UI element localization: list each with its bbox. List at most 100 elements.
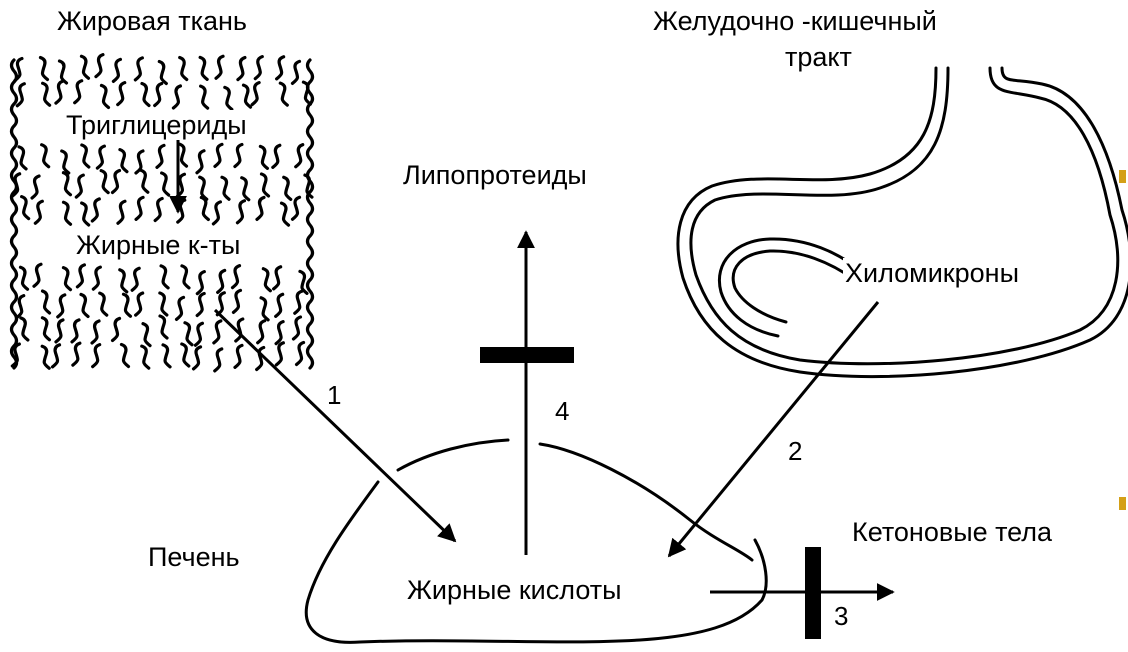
adipose-squiggle	[157, 145, 164, 167]
adipose-squiggle	[182, 344, 189, 366]
adipose-squiggle	[282, 203, 289, 225]
adipose-squiggle	[118, 83, 125, 105]
adipose-squiggle	[113, 318, 120, 340]
adipose-squiggle	[22, 197, 29, 219]
adipose-squiggle	[120, 270, 127, 292]
adipose-squiggle	[155, 199, 162, 221]
adipose-squiggle	[12, 280, 17, 302]
adipose-squiggle	[82, 145, 89, 167]
adipose-squiggle	[238, 58, 245, 80]
gi-tract-label-line2: тракт	[785, 42, 852, 72]
adipose-squiggle	[277, 57, 284, 79]
adipose-squiggle	[21, 318, 28, 340]
adipose-squiggle	[42, 318, 49, 340]
adipose-squiggle	[280, 83, 287, 105]
adipose-squiggle	[261, 174, 268, 196]
adipose-squiggle	[12, 60, 17, 82]
adipose-squiggle	[161, 266, 168, 288]
adipose-squiggle	[63, 173, 70, 195]
adipose-squiggle	[255, 57, 262, 79]
adipose-squiggle	[235, 345, 242, 367]
adipose-squiggle	[292, 61, 299, 83]
adipose-squiggle	[136, 197, 143, 219]
adipose-squiggle	[42, 346, 49, 368]
adipose-squiggle	[56, 81, 63, 103]
adipose-squiggle	[197, 272, 204, 294]
adipose-squiggle	[308, 302, 313, 324]
adipose-squiggle	[143, 324, 150, 346]
adipose-squiggle	[201, 86, 208, 108]
adipose-squiggle	[53, 345, 60, 367]
adipose-squiggle	[273, 145, 280, 167]
adipose-squiggle	[195, 323, 202, 345]
adipose-squiggle	[216, 56, 223, 78]
adipose-tissue-texture	[12, 55, 313, 371]
adipose-squiggle	[218, 270, 225, 292]
adipose-squiggle	[12, 104, 17, 126]
adipose-squiggle	[12, 258, 17, 280]
adipose-squiggle	[75, 81, 82, 103]
adipose-squiggle	[155, 84, 162, 106]
adipose-squiggle	[12, 82, 17, 104]
adipose-squiggle	[263, 269, 270, 291]
adipose-squiggle	[173, 86, 180, 108]
adipose-squiggle	[81, 294, 88, 316]
adipose-squiggle	[233, 266, 240, 288]
adipose-squiggle	[58, 295, 65, 317]
adipose-squiggle	[34, 264, 41, 286]
adipose-squiggle	[197, 294, 204, 316]
adipose-squiggle	[237, 201, 244, 223]
pathway-number-2: 2	[788, 437, 802, 465]
pathway-number-3: 3	[834, 602, 848, 630]
adipose-squiggle	[160, 293, 167, 315]
triglycerides-label: Триглицериды	[64, 110, 249, 140]
adipose-squiggle	[296, 145, 303, 167]
adipose-squiggle	[258, 321, 265, 343]
adipose-squiggle	[297, 343, 304, 365]
adipose-squiggle	[213, 202, 220, 224]
slide-bullet-marker-2	[1119, 497, 1126, 510]
adipose-squiggle	[112, 171, 119, 193]
adipose-squiggle	[194, 347, 201, 369]
liver-outline	[306, 440, 766, 642]
adipose-squiggle	[276, 343, 283, 365]
adipose-squiggle	[257, 197, 264, 219]
adipose-squiggle	[93, 345, 100, 367]
adipose-squiggle	[63, 268, 70, 290]
adipose-squiggle	[308, 104, 313, 126]
adipose-squiggle	[159, 62, 166, 84]
adipose-squiggle	[179, 144, 186, 166]
adipose-squiggle	[163, 345, 170, 367]
gi-tract-outline	[678, 68, 1128, 377]
adipose-squiggle	[308, 60, 313, 82]
adipose-squiggle	[308, 258, 313, 280]
adipose-squiggle	[261, 298, 268, 320]
adipose-squiggle	[12, 214, 17, 236]
adipose-squiggle	[81, 56, 88, 78]
adipose-squiggle	[177, 297, 184, 319]
adipose-squiggle	[113, 59, 120, 81]
adipose-squiggle	[136, 293, 143, 315]
adipose-squiggle	[284, 177, 291, 199]
adipose-squiggle	[97, 146, 104, 168]
adipose-squiggle	[243, 85, 250, 107]
adipose-squiggle	[235, 145, 242, 167]
adipose-squiggle	[12, 148, 17, 170]
adipose-squiggle	[77, 265, 84, 287]
pathway-number-1: 1	[327, 381, 341, 409]
fatty-acids-short-label: Жирные к-ты	[74, 230, 242, 260]
adipose-squiggle	[225, 87, 232, 109]
adipose-squiggle	[92, 199, 99, 221]
adipose-squiggle	[222, 177, 229, 199]
adipose-squiggle	[101, 171, 108, 193]
adipose-squiggle	[308, 236, 313, 258]
fatty-acids-label: Жирные кислоты	[404, 575, 625, 605]
adipose-squiggle	[182, 266, 189, 288]
adipose-squiggle	[135, 58, 142, 80]
adipose-tissue-label: Жировая ткань	[57, 6, 247, 36]
adipose-squiggle	[185, 323, 192, 345]
adipose-squiggle	[308, 324, 313, 346]
gi-tract-label-line1: Желудочно -кишечный	[653, 6, 937, 36]
adipose-squiggle	[214, 321, 221, 343]
adipose-squiggle	[42, 145, 49, 167]
